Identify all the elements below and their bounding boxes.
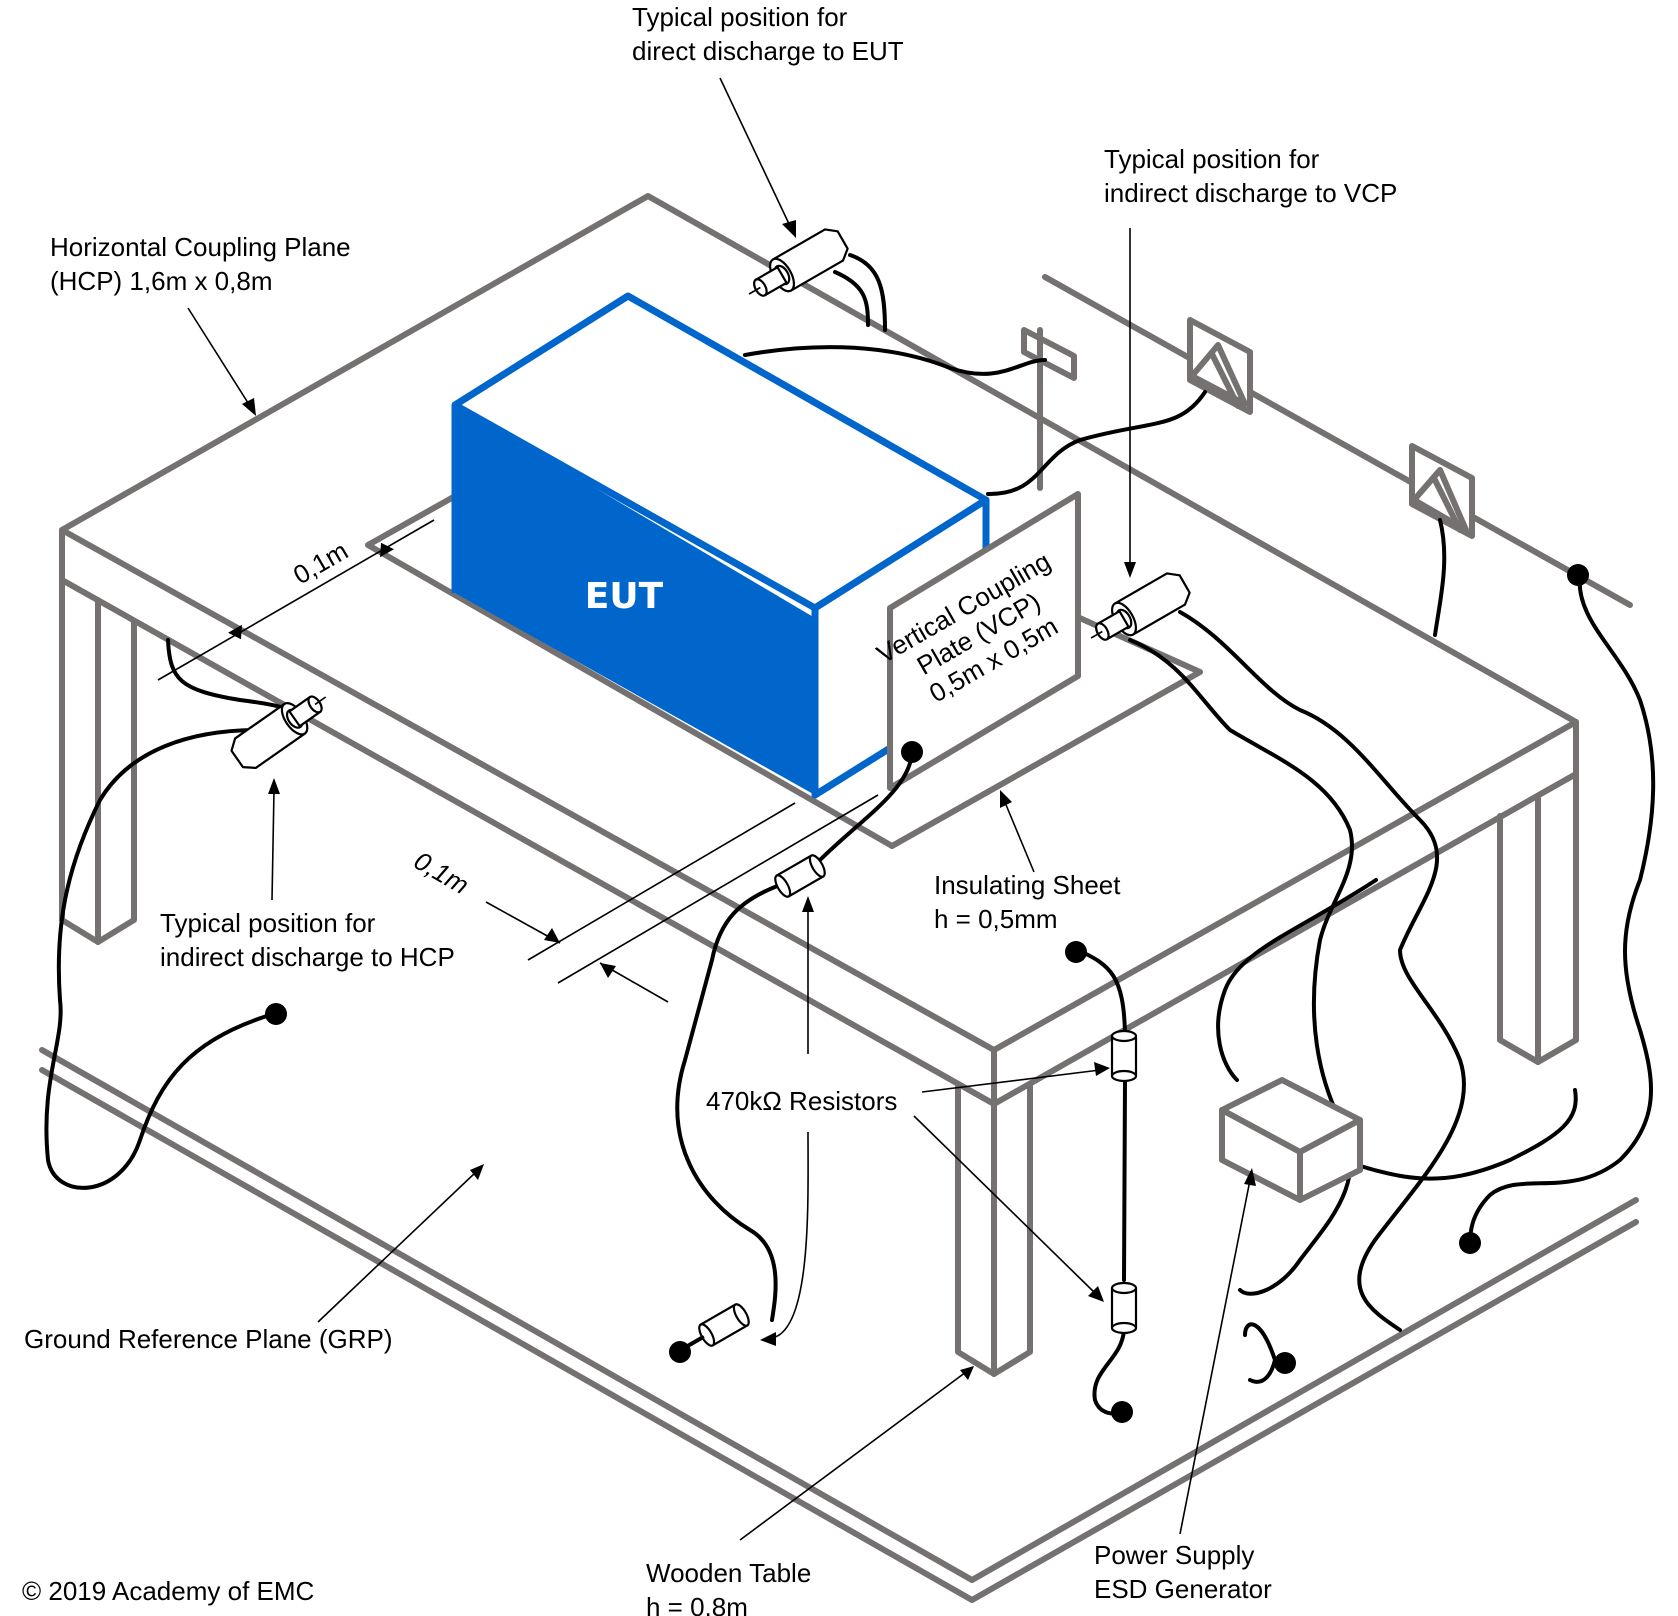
hcp-label-line-1: Horizontal Coupling Plane [50,232,351,262]
direct-discharge-label-line-1: Typical position for [632,2,848,32]
ground-terminals [265,564,1589,1423]
grp-terminal-5 [1459,1232,1481,1254]
hcp-small-plate [1021,327,1077,381]
insulating-sheet-label-line-1: Insulating Sheet [934,870,1121,900]
power-supply-esd-generator [1219,1077,1363,1203]
esd-gun-vcp [1090,572,1191,641]
rail-terminal [1567,564,1589,586]
vcp-probe-cable-b [1128,638,1354,1296]
table-leg-front [955,1081,1033,1377]
rail-mount-2 [1409,443,1475,539]
wooden-table-label-line-2: h = 0,8m [646,1592,748,1616]
vcp-bleed-cable [675,750,914,1322]
vcp-probe-cable-a [1178,610,1466,1332]
mount-cable-2 [1433,518,1447,637]
generator-loop-cable [1243,1322,1277,1384]
grp-terminal-2 [1111,1401,1133,1423]
indirect-vcp-label-line-1: Typical position for [1104,144,1320,174]
power-supply-label-line-1: Power Supply [1094,1540,1254,1570]
insulating-sheet-label-line-2: h = 0,5mm [934,904,1058,934]
indirect-hcp-label-line-1: Typical position for [160,908,376,938]
grp-label: Ground Reference Plane (GRP) [24,1324,393,1354]
resistor-vcp-top [774,854,826,898]
copyright-label: © 2019 Academy of EMC [22,1576,314,1606]
text-labels: Typical position for direct discharge to… [22,2,1397,1616]
grp-terminal-1 [265,1003,287,1025]
esd-gun-direct [748,228,849,297]
resistor-vcp-bottom [687,1303,750,1347]
wooden-table-label-line-1: Wooden Table [646,1558,811,1588]
rail-ground-cable [1468,573,1656,1247]
power-supply-cable [1216,878,1378,1082]
eut-cable-top [743,345,1047,376]
ground-reference-plane [39,1047,1639,1603]
grp-terminal-4 [1274,1352,1296,1374]
hcp-terminal [1065,941,1087,963]
dimension-front-label: 0,1m [409,845,474,900]
vertical-coupling-plate: Vertical Coupling Plate (VCP) 0,5m x 0,5… [872,491,1081,791]
resistor-hcp-bottom [1110,1281,1138,1335]
grp-terminal-3 [669,1341,691,1363]
generator-return-cable [1328,1088,1578,1181]
power-supply-label-line-2: ESD Generator [1094,1574,1272,1604]
direct-probe-cable-a [848,253,887,332]
leader-lines [187,77,1256,1541]
hcp-label-line-2: (HCP) 1,6m x 0,8m [50,266,273,296]
resistors-label: 470kΩ Resistors [706,1086,897,1116]
esd-gun-hcp [230,695,327,770]
hcp-probe-cable-b [44,728,272,1190]
eut-label: EUT [585,576,664,617]
direct-discharge-label-line-2: direct discharge to EUT [632,36,904,66]
indirect-hcp-label-line-2: indirect discharge to HCP [160,942,455,972]
indirect-vcp-label-line-2: indirect discharge to VCP [1104,178,1397,208]
direct-probe-cable-b [833,270,870,327]
cables [44,253,1656,1416]
back-rail [1042,274,1633,608]
hcp-bleed-cable [1076,948,1127,1416]
table-leg-right [1497,771,1579,1065]
table-leg-left [59,577,137,945]
eut-to-mount-cable [986,390,1207,497]
rail-mount-1 [1187,317,1253,415]
resistor-hcp-top [1110,1029,1138,1083]
